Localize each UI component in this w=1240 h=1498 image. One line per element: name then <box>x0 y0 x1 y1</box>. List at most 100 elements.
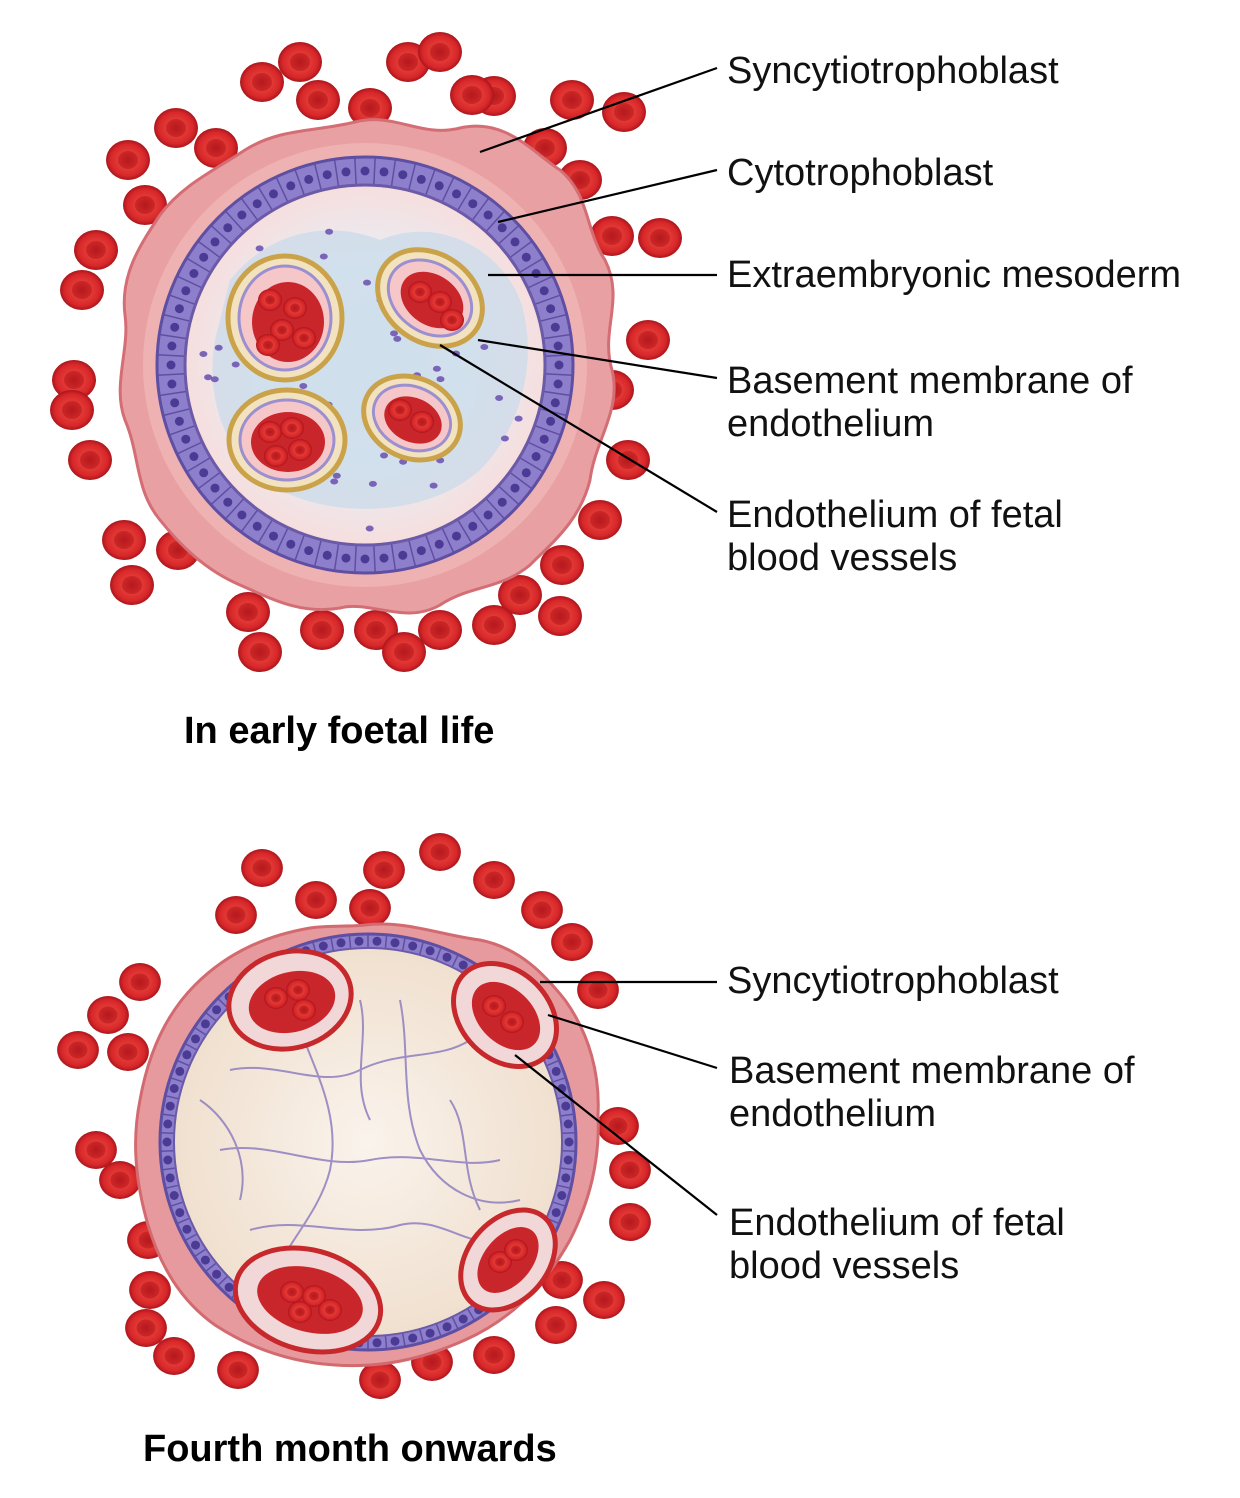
red-blood-cell <box>538 596 582 636</box>
cell-nucleus <box>391 1337 400 1346</box>
cell-nucleus <box>170 398 179 407</box>
cell-nucleus <box>212 1270 221 1279</box>
mesenchymal-cell <box>495 395 503 401</box>
cell-nucleus <box>564 1156 573 1165</box>
mesenchymal-cell <box>256 245 264 251</box>
cell-nucleus <box>546 304 555 313</box>
red-blood-cell <box>238 632 282 672</box>
cell-nucleus <box>380 554 389 563</box>
label-endothelium-late-line1: Endothelium of fetal <box>729 1202 1065 1244</box>
red-blood-cell <box>106 140 150 180</box>
cell-nucleus <box>167 380 176 389</box>
cell-nucleus <box>540 435 549 444</box>
cell-nucleus <box>435 540 444 549</box>
cell-nucleus <box>237 511 246 520</box>
cell-nucleus <box>189 269 198 278</box>
cell-nucleus <box>552 1208 561 1217</box>
cell-nucleus <box>522 253 531 262</box>
cell-nucleus <box>181 286 190 295</box>
cell-nucleus <box>304 175 313 184</box>
cell-nucleus <box>175 304 184 313</box>
cell-border <box>562 1151 576 1152</box>
cell-nucleus <box>211 237 220 246</box>
cell-nucleus <box>484 211 493 220</box>
cell-nucleus <box>511 237 520 246</box>
mesenchymal-cell <box>320 254 328 260</box>
mesenchymal-cell <box>480 344 488 350</box>
caption-early: In early foetal life <box>184 710 494 753</box>
red-blood-cell <box>535 1306 577 1344</box>
cell-nucleus <box>373 1338 382 1347</box>
cell-nucleus <box>170 1191 179 1200</box>
cell-nucleus <box>398 170 407 179</box>
red-blood-cell <box>521 891 563 929</box>
red-blood-cell <box>240 62 284 102</box>
red-blood-cell <box>583 1281 625 1319</box>
cell-nucleus <box>561 1102 570 1111</box>
cell-nucleus <box>459 1315 468 1324</box>
cell-nucleus <box>342 554 351 563</box>
cell-nucleus <box>408 1334 417 1343</box>
early-villus <box>50 32 717 672</box>
cell-nucleus <box>163 1156 172 1165</box>
cell-nucleus <box>511 484 520 493</box>
label-syncytiotrophoblast: Syncytiotrophoblast <box>727 50 1059 92</box>
fetal-vessel <box>228 256 342 380</box>
cell-nucleus <box>199 253 208 262</box>
mesenchymal-cell <box>433 366 441 372</box>
fetal-vessel <box>229 390 345 490</box>
red-blood-cell <box>60 270 104 310</box>
red-blood-cell <box>473 1336 515 1374</box>
cell-nucleus <box>468 522 477 531</box>
label-cytotrophoblast: Cytotrophoblast <box>727 152 993 194</box>
red-blood-cell <box>602 92 646 132</box>
cell-nucleus <box>223 498 232 507</box>
cell-nucleus <box>554 380 563 389</box>
cell-nucleus <box>342 167 351 176</box>
cell-nucleus <box>323 551 332 560</box>
red-blood-cell <box>626 320 670 360</box>
red-blood-cell <box>278 42 322 82</box>
cell-nucleus <box>452 189 461 198</box>
red-blood-cell <box>74 230 118 270</box>
cell-nucleus <box>181 435 190 444</box>
cell-nucleus <box>443 953 452 962</box>
cell-nucleus <box>163 1120 172 1129</box>
label-extraembryonic-mesoderm: Extraembryonic mesoderm <box>727 254 1181 296</box>
cell-nucleus <box>182 1225 191 1234</box>
red-blood-cell <box>125 1309 167 1347</box>
red-blood-cell <box>107 1033 149 1071</box>
cell-nucleus <box>253 199 262 208</box>
cell-nucleus <box>522 468 531 477</box>
cell-nucleus <box>551 398 560 407</box>
cell-nucleus <box>452 532 461 541</box>
cell-nucleus <box>225 1283 234 1292</box>
red-blood-cell <box>540 545 584 585</box>
mesenchymal-cell <box>199 351 207 357</box>
mesenchymal-cell <box>380 453 388 459</box>
mesenchymal-cell <box>437 376 445 382</box>
cell-nucleus <box>211 484 220 493</box>
label-endothelium-line2: blood vessels <box>727 537 957 579</box>
cell-nucleus <box>355 937 364 946</box>
cell-nucleus <box>175 417 184 426</box>
cell-nucleus <box>555 361 564 370</box>
cell-nucleus <box>269 189 278 198</box>
cell-nucleus <box>304 546 313 555</box>
caption-late: Fourth month onwards <box>143 1428 557 1471</box>
red-blood-cell <box>300 610 344 650</box>
mesenchymal-cell <box>390 330 398 336</box>
cell-nucleus <box>391 938 400 947</box>
cell-nucleus <box>498 223 507 232</box>
cell-nucleus <box>167 361 176 370</box>
cell-nucleus <box>546 417 555 426</box>
red-blood-cell <box>68 440 112 480</box>
mesenchymal-cell <box>325 229 333 235</box>
label-syncytiotrophoblast-late: Syncytiotrophoblast <box>727 960 1059 1002</box>
cell-nucleus <box>269 532 278 541</box>
red-blood-cell <box>382 632 426 672</box>
mesenchymal-cell <box>430 483 438 489</box>
mesenchymal-cell <box>232 362 240 368</box>
red-blood-cell <box>217 1351 259 1389</box>
red-blood-cell <box>473 861 515 899</box>
